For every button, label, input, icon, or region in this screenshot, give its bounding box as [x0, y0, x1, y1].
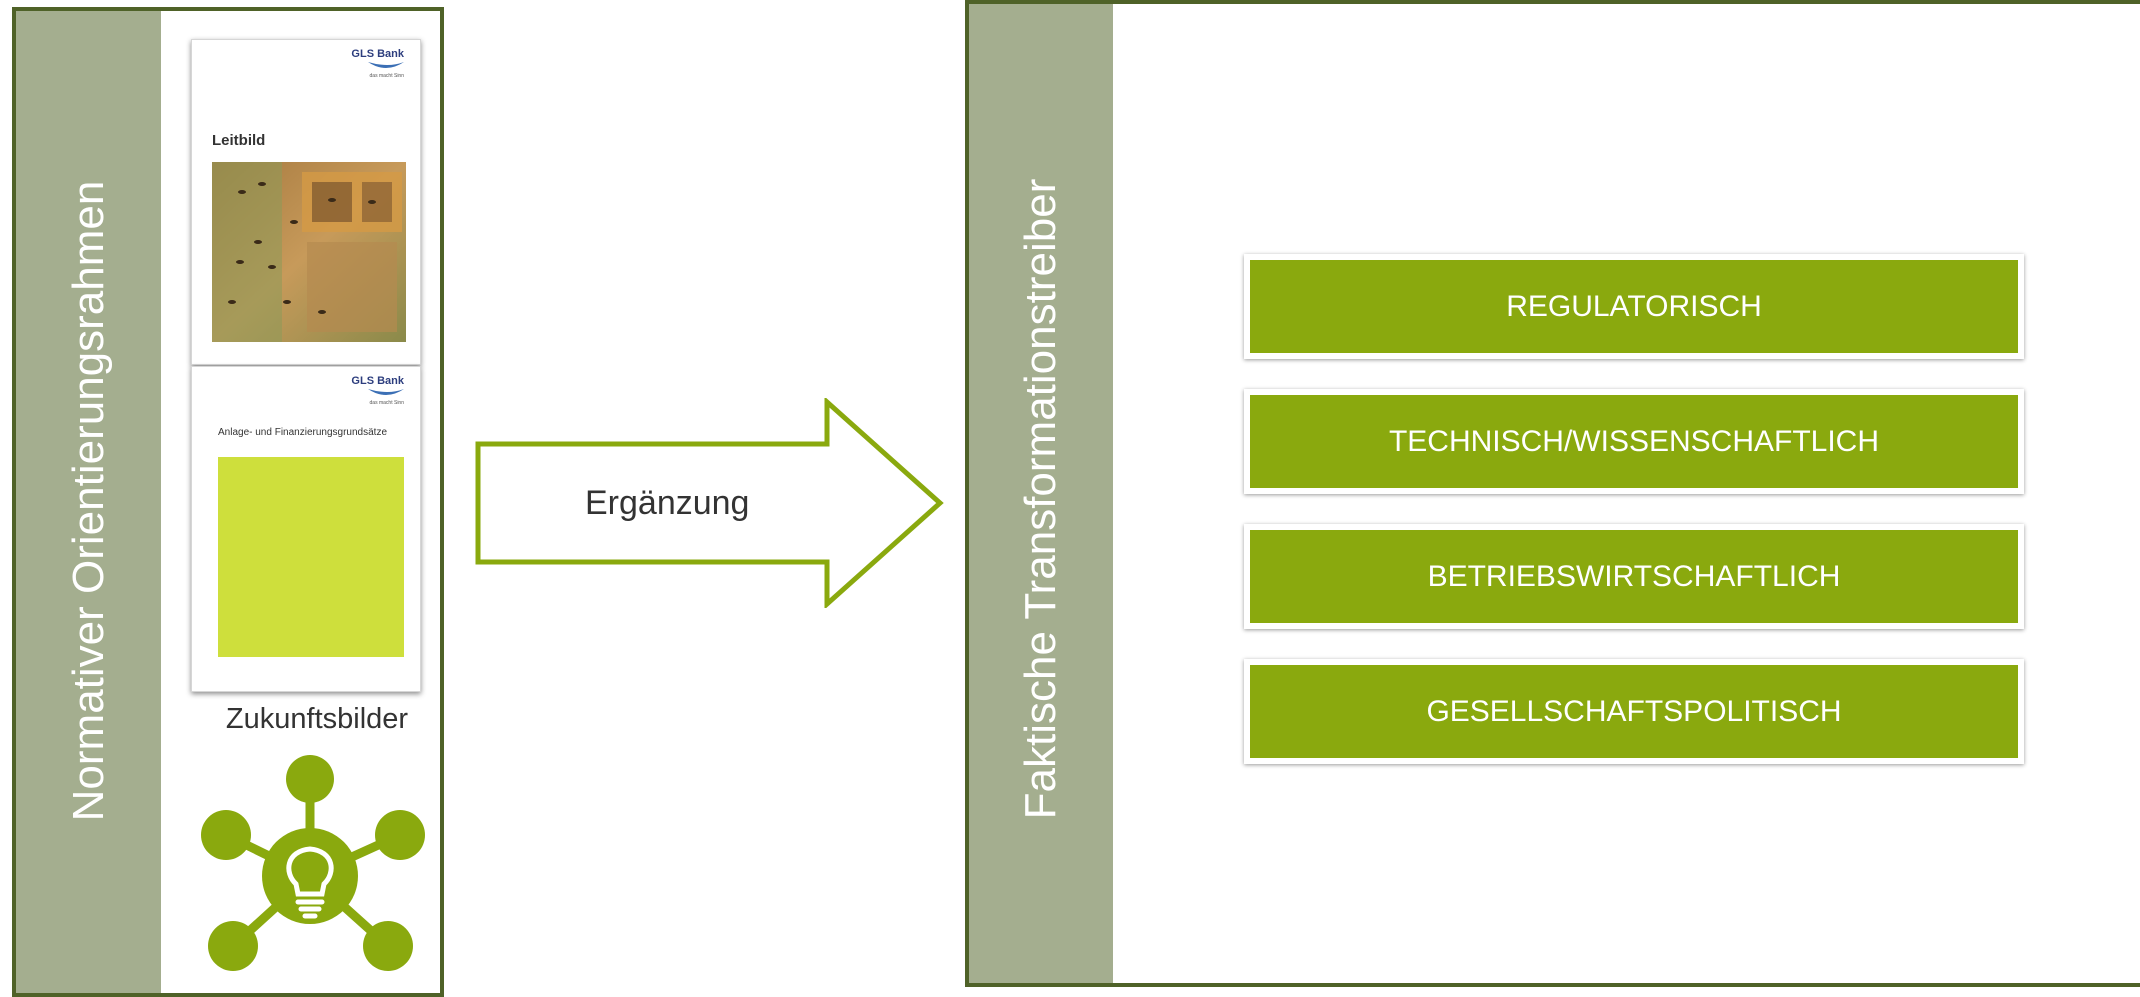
- transformation-drivers-panel: Faktische Transformationstreiber REGULAT…: [965, 0, 2140, 987]
- transformation-drivers-sidebar: Faktische Transformationstreiber: [969, 4, 1113, 983]
- driver-business: BETRIEBSWIRTSCHAFTLICH: [1244, 524, 2024, 629]
- leitbild-document: GLS Bank das macht Sinn Leitbild: [191, 39, 421, 365]
- driver-label: GESELLSCHAFTSPOLITISCH: [1426, 694, 1842, 728]
- normative-framework-panel: Normativer Orientierungsrahmen GLS Bank …: [12, 7, 444, 997]
- bank-logo-swoosh-icon: [368, 62, 404, 68]
- doc-logo-subtitle: das macht Sinn: [369, 400, 404, 406]
- supplement-label: Ergänzung: [585, 484, 750, 522]
- driver-label: REGULATORISCH: [1506, 289, 1762, 323]
- driver-label: BETRIEBSWIRTSCHAFTLICH: [1427, 559, 1841, 593]
- normative-framework-sidebar: Normativer Orientierungsrahmen: [16, 11, 161, 993]
- transformation-drivers-title: Faktische Transformationstreiber: [1016, 178, 1065, 820]
- bank-logo-swoosh-icon: [368, 389, 404, 395]
- driver-technical-scientific: TECHNISCH/WISSENSCHAFTLICH: [1244, 389, 2024, 494]
- leitbild-title: Leitbild: [212, 132, 266, 149]
- driver-regulatory: REGULATORISCH: [1244, 254, 2024, 359]
- driver-sociopolitical: GESELLSCHAFTSPOLITISCH: [1244, 659, 2024, 764]
- investment-principles-document: GLS Bank das macht Sinn Anlage- und Fina…: [191, 366, 421, 692]
- doc-logo-subtitle: das macht Sinn: [369, 73, 404, 79]
- bees-photo: [212, 162, 406, 342]
- supplement-arrow: [475, 398, 944, 608]
- lime-cover-square: [218, 457, 404, 657]
- future-visions-label: Zukunftsbilder: [225, 703, 409, 735]
- normative-framework-title: Normativer Orientierungsrahmen: [64, 180, 113, 822]
- lightbulb-network-icon: [201, 755, 425, 971]
- doc-logo: GLS Bank: [351, 48, 404, 60]
- investment-principles-title: Anlage- und Finanzierungsgrundsätze: [218, 427, 387, 438]
- doc-logo: GLS Bank: [351, 375, 404, 387]
- driver-label: TECHNISCH/WISSENSCHAFTLICH: [1388, 424, 1880, 458]
